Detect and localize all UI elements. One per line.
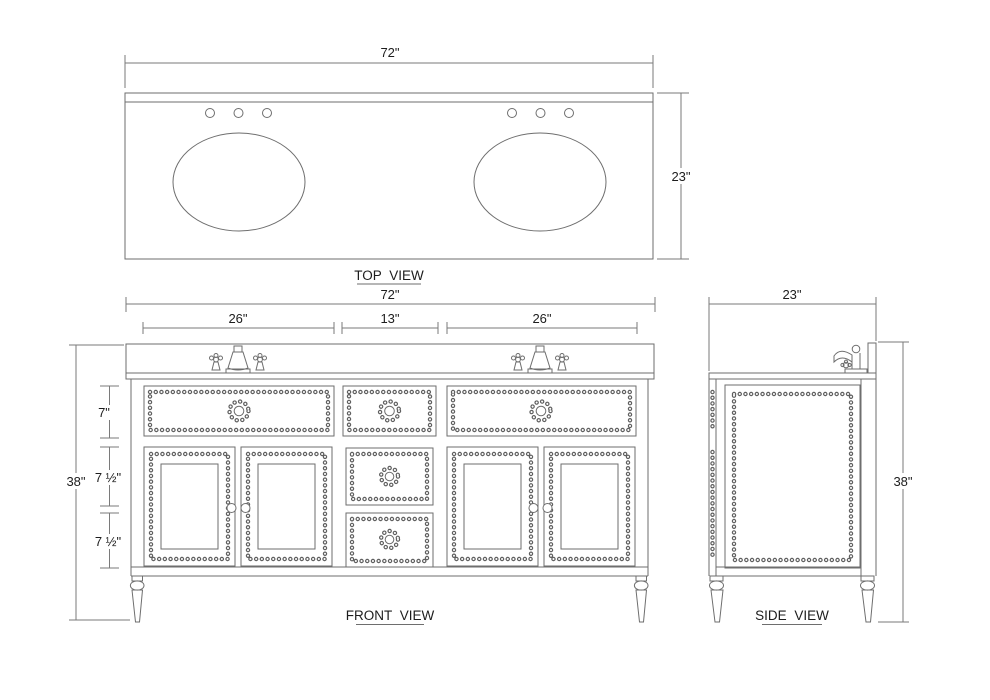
side-height-label: 38" (893, 474, 912, 489)
top-view-depth-label: 23" (671, 169, 690, 184)
front-middle-section-label: 13" (380, 311, 399, 326)
faucet-cross-handle (209, 353, 223, 371)
front-left-faucet (209, 345, 267, 374)
right-faucet-holes (507, 108, 574, 118)
side-rear-leg (860, 575, 875, 623)
front-view-row-dimensions: 7" 7 ½" 7 ½" (91, 385, 126, 569)
ring-pull (233, 405, 245, 417)
front-view-title: FRONT VIEW (346, 608, 435, 623)
front-view-section-dimensions: 26" 13" 26" (142, 311, 638, 334)
front-middle-drawer-lower (345, 512, 434, 568)
bottom-drawer-height-label: 7 ½" (95, 534, 122, 549)
top-view-depth-dimension: 23" (657, 92, 696, 260)
ring-pull (384, 471, 395, 482)
front-right-faucet (511, 345, 569, 374)
faucet-cross-handle (555, 353, 569, 371)
ring-pull (535, 405, 547, 417)
side-view: 23" (708, 287, 919, 625)
side-view-height-dimension: 38" (878, 341, 919, 623)
side-depth-label: 23" (782, 287, 801, 302)
front-view-width-label: 72" (380, 287, 399, 302)
door-knob (528, 503, 539, 513)
front-left-section-label: 26" (228, 311, 247, 326)
top-view-countertop (124, 92, 654, 260)
ring-pull (384, 405, 395, 417)
side-backsplash (867, 342, 877, 374)
top-view: 72" 23" TOP VIEW (124, 45, 696, 285)
side-view-depth-dimension: 23" (708, 287, 877, 371)
front-left-door-1 (143, 446, 236, 567)
front-middle-drawer-upper (345, 447, 434, 506)
front-left-door-2 (240, 446, 333, 567)
left-sink-basin (172, 132, 306, 232)
front-right-section-label: 26" (532, 311, 551, 326)
front-top-drawer-left (143, 385, 335, 437)
ring-pull (384, 534, 395, 545)
top-view-title: TOP VIEW (354, 268, 424, 283)
top-view-width-label: 72" (380, 45, 399, 60)
top-view-width-dimension: 72" (124, 45, 654, 88)
middle-drawer-height-label: 7 ½" (95, 470, 122, 485)
side-view-title: SIDE VIEW (755, 608, 829, 623)
faucet-cross-handle (253, 353, 267, 371)
door-knob (226, 503, 237, 513)
side-counter-slab (708, 372, 877, 380)
front-cabinet-body (130, 379, 649, 577)
side-faucet (833, 344, 868, 374)
top-drawer-height-label: 7" (98, 405, 110, 420)
front-view-width-dimension: 72" (125, 287, 656, 312)
side-front-leg (709, 575, 724, 623)
front-top-drawer-right (446, 385, 637, 437)
front-left-leg (129, 575, 145, 623)
front-countertop (125, 343, 655, 380)
faucet-cross-handle (511, 353, 525, 371)
side-panel-frame (724, 384, 861, 569)
front-right-leg (633, 575, 649, 623)
front-height-label: 38" (66, 474, 85, 489)
left-faucet-holes (205, 108, 272, 118)
front-right-door-1 (446, 446, 539, 567)
door-knob (542, 503, 553, 513)
side-cabinet-body (708, 379, 877, 577)
right-sink-basin (473, 132, 607, 232)
front-view-height-dimension: 38" (61, 344, 130, 621)
front-right-door-2 (543, 446, 636, 567)
front-view: 72" 26" 13" 26" (61, 287, 656, 625)
front-top-drawer-middle (342, 385, 437, 437)
door-knob (240, 503, 251, 513)
